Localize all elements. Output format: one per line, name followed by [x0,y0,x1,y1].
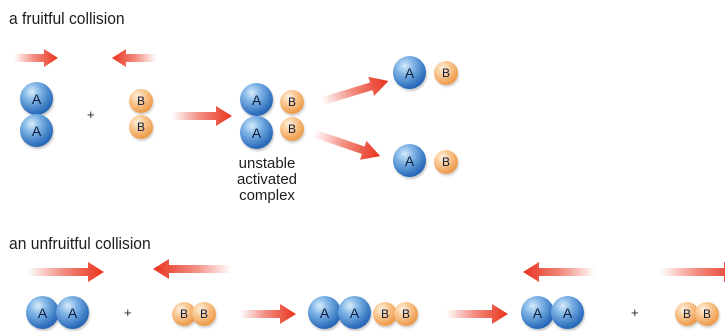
atom-label: A [251,91,262,108]
caption-line: activated [236,171,298,188]
atom-a-icon: A [20,114,53,147]
atom-label: B [179,307,188,321]
atom-label: A [532,304,543,321]
atom-a-icon: A [338,296,371,329]
atom-b-icon: B [280,90,304,114]
atom-b-icon: B [129,115,153,139]
atom-b-icon: B [129,89,153,113]
arrow-icon [320,76,389,106]
arrow-icon [446,304,508,324]
atom-label: B [401,307,410,321]
atom-a-icon: A [308,296,341,329]
atom-label: A [404,152,415,169]
arrow-icon [312,129,381,160]
atom-label: A [319,304,330,321]
atom-label: B [287,95,296,109]
arrow-icon [523,262,595,282]
atom-label: B [702,307,711,321]
arrow-icon [153,259,231,279]
caption-line: complex [239,187,295,204]
unfruitful-collision-title: an unfruitful collision [9,234,151,253]
atom-a-icon: A [521,296,554,329]
arrow-icon [240,304,296,324]
atom-a-icon: A [240,116,273,149]
atom-a-icon: A [240,83,273,116]
arrow-icon [112,49,156,67]
atom-a-icon: A [393,56,426,89]
atom-b-icon: B [394,302,418,326]
arrow-icon [14,49,58,67]
atom-label: A [31,90,42,107]
arrow-icon [172,106,232,126]
plus-sign: + [124,305,132,320]
atom-label: B [287,122,296,136]
atom-label: A [562,304,573,321]
atom-label: B [199,307,208,321]
atom-b-icon: B [695,302,719,326]
atom-label: B [136,94,145,108]
atom-a-icon: A [393,144,426,177]
atom-label: B [441,66,450,80]
atom-label: B [136,120,145,134]
activated-complex-caption: unstable activated complex [231,156,303,204]
atom-label: A [404,64,415,81]
plus-sign: + [87,107,95,122]
atom-a-icon: A [26,296,59,329]
fruitful-collision-title: a fruitful collision [9,9,125,28]
atom-b-icon: B [434,61,458,85]
atom-label: A [349,304,360,321]
atom-a-icon: A [20,82,53,115]
atom-a-icon: A [551,296,584,329]
atom-label: B [380,307,389,321]
atom-label: A [67,304,78,321]
arrow-icon [28,262,104,282]
atom-label: B [441,155,450,169]
atom-b-icon: B [373,302,397,326]
atom-b-icon: B [434,150,458,174]
atom-b-icon: B [280,117,304,141]
atom-b-icon: B [192,302,216,326]
atom-label: A [251,124,262,141]
atom-label: B [682,307,691,321]
atom-label: A [37,304,48,321]
atom-a-icon: A [56,296,89,329]
arrow-icon [660,262,725,282]
caption-line: unstable [238,155,296,172]
atom-label: A [31,122,42,139]
plus-sign: + [631,305,639,320]
